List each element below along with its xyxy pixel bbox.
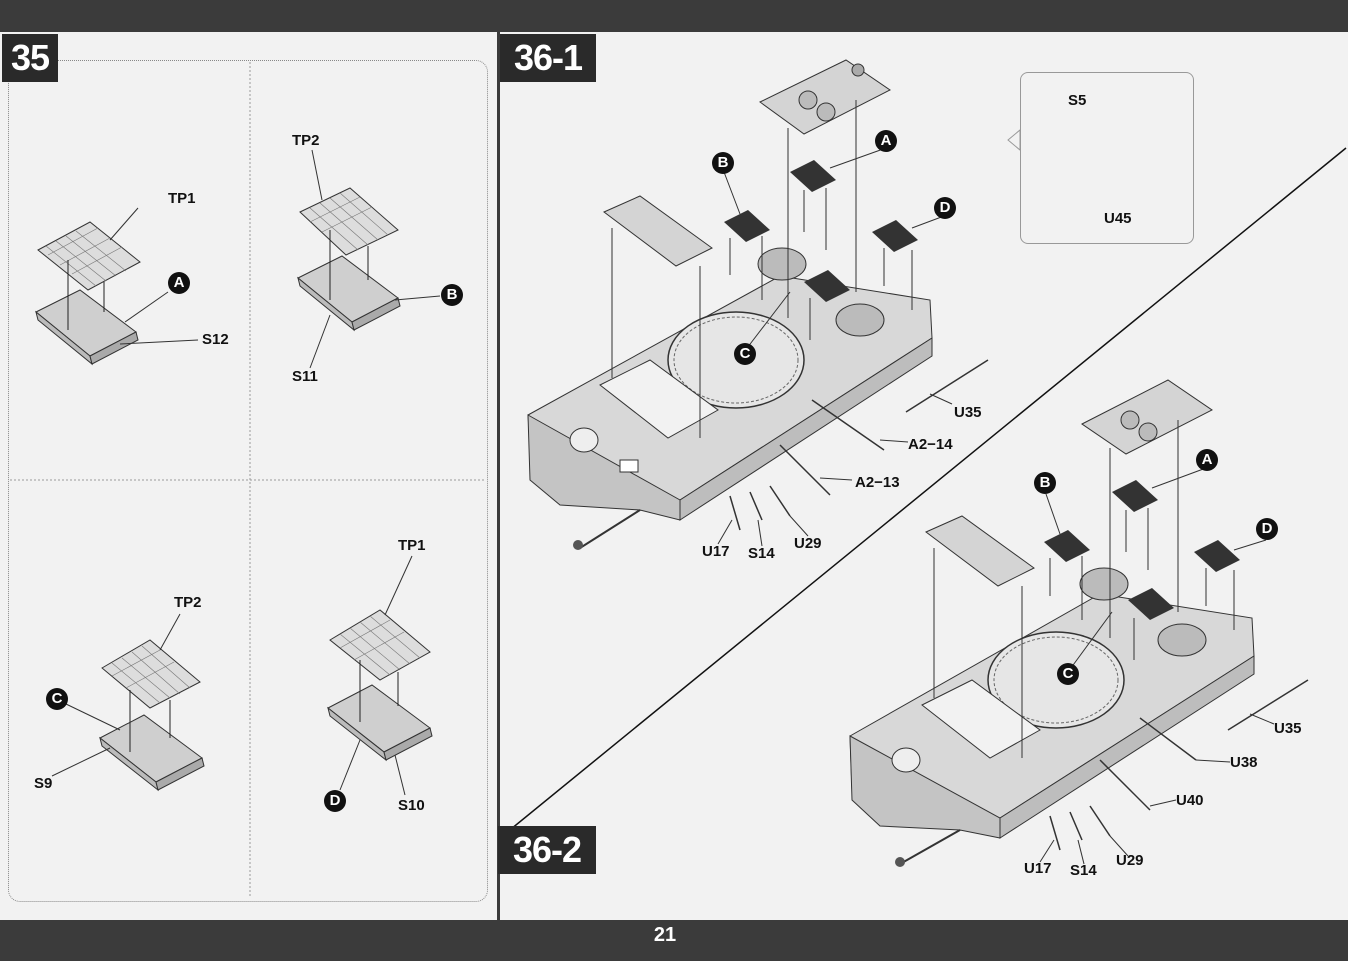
part-label-u17: U17 [702,543,730,560]
sub-assembly-d-marker: D [934,197,956,219]
part-label-s12: S12 [202,331,229,348]
bottom-bar [0,920,1348,961]
part-label-s14: S14 [748,545,775,562]
step-36-1-badge: 36-1 [500,34,596,82]
sub-assembly-a-marker: A [1196,449,1218,471]
part-label-u35: U35 [954,404,982,421]
step-36-2-badge: 36-2 [498,826,596,874]
part-label-tp1: TP1 [398,537,426,554]
part-label-s5: S5 [1068,92,1087,109]
part-label-u38: U38 [1230,754,1258,771]
page-divider [497,32,500,920]
part-label-tp1: TP1 [168,190,196,207]
part-label-tp2: TP2 [292,132,320,149]
part-label-s14: S14 [1070,862,1097,879]
part-label-u35: U35 [1274,720,1302,737]
sub-assembly-a-marker: A [168,272,190,294]
tray-assembly-a [35,207,199,366]
tray-assembly-d [327,555,433,796]
sub-assembly-d-marker: D [324,790,346,812]
part-label-s10: S10 [398,797,425,814]
hull-36-1 [527,59,989,550]
sub-assembly-c-marker: C [734,343,756,365]
part-label-u29: U29 [1116,852,1144,869]
sub-assembly-b-marker: B [712,152,734,174]
part-label-s11: S11 [292,368,318,385]
part-label-u40: U40 [1176,792,1204,809]
part-label-u29: U29 [794,535,822,552]
tray-assembly-c [51,613,205,792]
sub-assembly-b-marker: B [441,284,463,306]
detail-callout [1020,72,1194,244]
hull-36-2 [849,379,1309,867]
sub-assembly-c-marker: C [46,688,68,710]
part-label-a2-13: A2−13 [855,474,900,491]
sub-assembly-b-marker: B [1034,472,1056,494]
top-bar [0,0,1348,32]
step35-frame [8,60,488,902]
part-label-s9: S9 [34,775,53,792]
tray-assembly-b [297,149,441,369]
part-label-a2-14: A2−14 [908,436,953,453]
sub-assembly-c-marker: C [1057,663,1079,685]
step-35-badge: 35 [2,34,58,82]
part-label-u45: U45 [1104,210,1132,227]
sub-assembly-d-marker: D [1256,518,1278,540]
part-label-tp2: TP2 [174,594,202,611]
page-number: 21 [653,924,677,946]
sub-assembly-a-marker: A [875,130,897,152]
part-label-u17: U17 [1024,860,1052,877]
